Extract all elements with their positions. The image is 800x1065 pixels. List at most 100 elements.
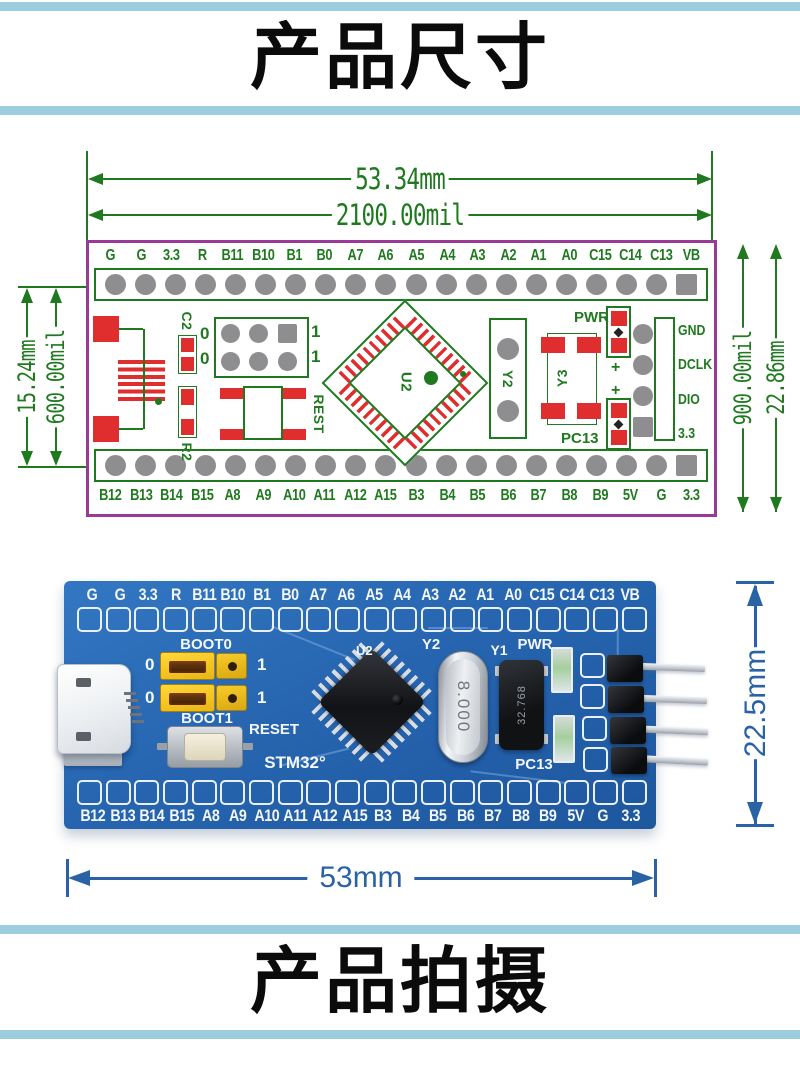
pin-label: A10 bbox=[282, 487, 306, 504]
pin-label: B4 bbox=[401, 806, 420, 825]
pin-pad bbox=[435, 274, 457, 295]
pin-pad bbox=[345, 274, 367, 295]
label-stm32: STM32° bbox=[264, 753, 326, 772]
pin-label: A1 bbox=[476, 585, 495, 604]
jumper-pad-square bbox=[278, 324, 298, 344]
pin-label: A11 bbox=[283, 806, 309, 825]
pin-pad bbox=[315, 274, 337, 295]
pin-label: G bbox=[86, 585, 98, 604]
pin-hole bbox=[564, 780, 590, 805]
led-pwr bbox=[606, 306, 631, 358]
plus-mark: + bbox=[611, 382, 621, 399]
swd-hole bbox=[583, 747, 608, 772]
pin-hole bbox=[593, 780, 619, 805]
led-mark bbox=[613, 419, 624, 429]
pin-pad bbox=[615, 274, 637, 295]
boot-1-label: 1 bbox=[257, 655, 267, 674]
arrow-up-icon bbox=[50, 288, 62, 303]
silk-line bbox=[119, 328, 143, 330]
pin-label: B12 bbox=[99, 487, 122, 504]
pin-hole bbox=[621, 607, 647, 632]
pin-label: A6 bbox=[337, 585, 355, 604]
pin-label: A7 bbox=[309, 585, 327, 604]
led-pad bbox=[610, 402, 627, 418]
reset-pad bbox=[220, 388, 243, 399]
swd-hole bbox=[580, 684, 605, 709]
pin-hole bbox=[220, 780, 246, 805]
pin-label: R bbox=[197, 247, 207, 264]
pin-hole bbox=[392, 607, 418, 632]
pin-hole bbox=[134, 607, 160, 632]
component-c2 bbox=[178, 335, 197, 374]
pin-label: C15 bbox=[529, 585, 555, 604]
pin-label: A7 bbox=[347, 247, 363, 264]
pin-label: A15 bbox=[342, 806, 368, 825]
header-pin-hole bbox=[228, 694, 237, 703]
pin-pad bbox=[375, 274, 397, 295]
swd-pad bbox=[632, 324, 653, 344]
label-boot0: BOOT0 bbox=[180, 636, 232, 653]
usb-contact bbox=[130, 713, 142, 716]
label-reset: RESET bbox=[248, 721, 299, 738]
reset-button-cap bbox=[184, 733, 226, 761]
silk-line bbox=[119, 428, 143, 430]
arrow-up-icon bbox=[770, 244, 782, 259]
jumper-header-boot0 bbox=[216, 653, 247, 679]
pin-hole bbox=[335, 780, 361, 805]
pin-hole bbox=[478, 780, 504, 805]
pin-label: A15 bbox=[374, 487, 397, 504]
pin-label: A11 bbox=[313, 487, 336, 504]
crystal-frequency: 32.768 bbox=[515, 685, 528, 725]
pin-label: B10 bbox=[220, 585, 246, 604]
photo-pin-holes-top bbox=[77, 606, 647, 633]
jumper-cap-boot0 bbox=[160, 652, 215, 680]
section-title-dimensions: 产品尺寸 bbox=[249, 18, 550, 98]
pin-pad bbox=[645, 274, 667, 295]
y3-pad bbox=[541, 403, 565, 419]
usb-contact bbox=[126, 699, 138, 702]
pin-hole bbox=[363, 607, 389, 632]
pin-hole bbox=[306, 780, 332, 805]
pin-pad bbox=[435, 455, 457, 476]
pin-label: A3 bbox=[420, 585, 439, 604]
pin-label: C13 bbox=[588, 585, 614, 604]
pin-label: C15 bbox=[588, 247, 612, 264]
swd-pads bbox=[632, 324, 653, 437]
pin-label: A8 bbox=[224, 487, 241, 504]
jumper-slot bbox=[169, 693, 206, 705]
pin-hole bbox=[421, 607, 447, 632]
pin-hole bbox=[507, 780, 533, 805]
pin-hole bbox=[449, 607, 475, 632]
arrow-left-icon bbox=[88, 173, 103, 185]
pin-label: B7 bbox=[530, 487, 547, 504]
pin-hole bbox=[392, 780, 418, 805]
pin-label: B14 bbox=[139, 806, 165, 825]
jumper-pad bbox=[249, 324, 269, 344]
boot-jumper-pads bbox=[216, 320, 302, 375]
boot-1-label: 1 bbox=[311, 322, 321, 341]
y3-pad bbox=[577, 337, 601, 353]
pin-label: B13 bbox=[129, 487, 153, 504]
pin-label: A6 bbox=[377, 247, 394, 264]
led-pad bbox=[610, 338, 627, 354]
label-boot1: BOOT1 bbox=[181, 710, 233, 727]
usb-pad bbox=[93, 316, 119, 342]
pin-label: A4 bbox=[439, 247, 455, 264]
dim-tick bbox=[736, 824, 774, 827]
arrow-down-icon bbox=[770, 497, 782, 512]
jumper-pad bbox=[278, 351, 298, 371]
pin-pad bbox=[255, 274, 277, 295]
pin-label: A3 bbox=[469, 247, 486, 264]
boot-1-label: 1 bbox=[257, 688, 267, 707]
pin-hole bbox=[163, 780, 189, 805]
reset-pad bbox=[283, 429, 306, 440]
led-pc13 bbox=[553, 715, 575, 763]
silk-line bbox=[143, 329, 145, 429]
pin-pad bbox=[105, 274, 127, 295]
pin-label: A2 bbox=[500, 247, 516, 264]
pin-pad bbox=[675, 274, 697, 295]
header-housing bbox=[610, 717, 646, 744]
